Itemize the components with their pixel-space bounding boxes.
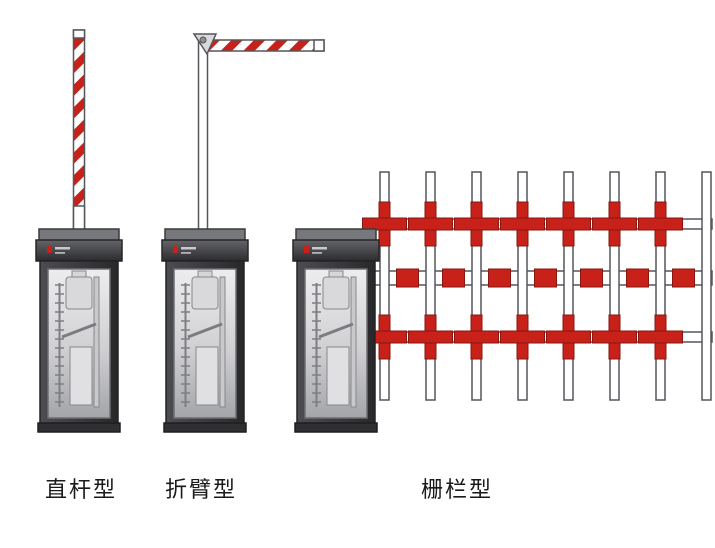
straight-boom-pole xyxy=(72,29,86,231)
label-folding-arm-type: 折臂型 xyxy=(164,478,238,503)
folding-arm-horizontal-boom xyxy=(207,39,325,52)
folding-arm-barrier xyxy=(160,33,325,434)
barrier-cabinet xyxy=(291,227,381,434)
folding-arm-vertical-pole xyxy=(197,39,209,231)
label-straight-pole-type: 直杆型 xyxy=(44,478,118,503)
barrier-cabinet xyxy=(160,227,250,434)
label-fence-type: 栅栏型 xyxy=(420,478,494,503)
arm-pivot-joint xyxy=(192,33,218,56)
straight-pole-barrier xyxy=(34,29,124,434)
fence-panel xyxy=(362,171,713,401)
barrier-cabinet xyxy=(34,227,124,434)
fence-barrier xyxy=(291,171,713,434)
